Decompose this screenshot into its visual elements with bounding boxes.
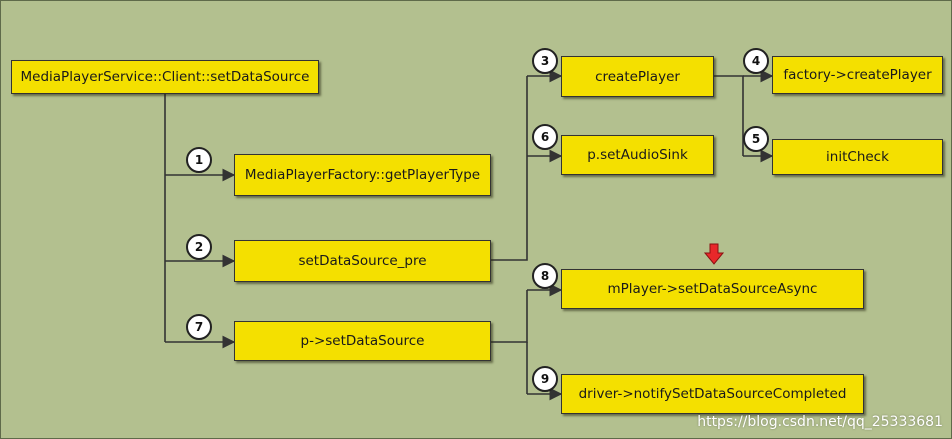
node-root: MediaPlayerService::Client::setDataSourc… xyxy=(11,60,319,94)
node-p-set-data-source: p->setDataSource xyxy=(234,321,491,361)
connector-p-trunk xyxy=(491,290,528,343)
connector-create-trunk xyxy=(714,75,744,156)
marker-arrow xyxy=(704,243,724,265)
step-badge-8: 8 xyxy=(532,263,558,289)
node-factory-create-player: factory->createPlayer xyxy=(772,56,943,94)
node-notify-completed: driver->notifySetDataSourceCompleted xyxy=(561,374,864,414)
step-badge-4: 4 xyxy=(743,48,769,74)
node-set-audio-sink: p.setAudioSink xyxy=(561,135,714,175)
step-badge-6: 6 xyxy=(532,124,558,150)
node-get-player-type: MediaPlayerFactory::getPlayerType xyxy=(234,154,491,196)
node-set-data-source-async: mPlayer->setDataSourceAsync xyxy=(561,269,864,309)
step-badge-1: 1 xyxy=(186,147,212,173)
step-badge-2: 2 xyxy=(186,234,212,260)
node-init-check: initCheck xyxy=(772,139,943,175)
watermark-text: https://blog.csdn.net/qq_25333681 xyxy=(697,414,943,430)
step-badge-3: 3 xyxy=(532,48,558,74)
node-create-player: createPlayer xyxy=(561,56,714,97)
step-badge-9: 9 xyxy=(532,366,558,392)
step-badge-5: 5 xyxy=(743,126,769,152)
connector-pre-trunk xyxy=(491,76,528,261)
node-set-data-source-pre: setDataSource_pre xyxy=(234,240,491,282)
step-badge-7: 7 xyxy=(186,314,212,340)
down-arrow-icon xyxy=(704,243,724,265)
